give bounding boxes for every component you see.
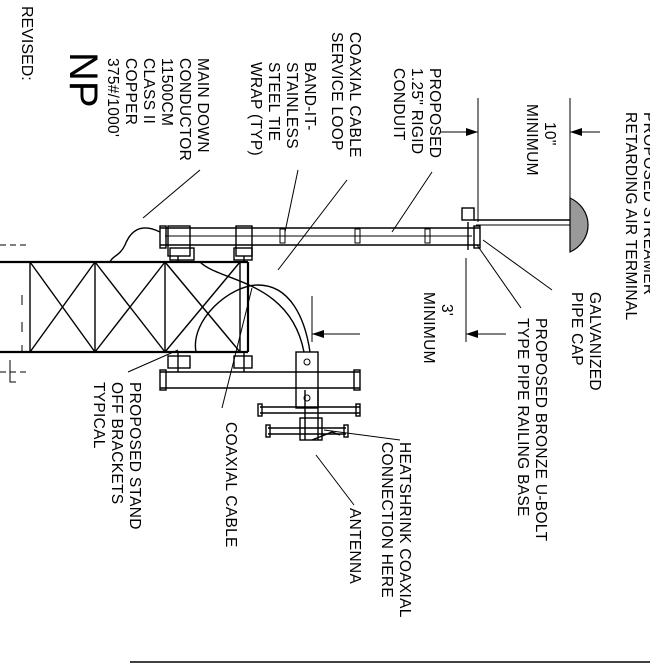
lower-pipe xyxy=(159,351,361,409)
svg-text:GALVANIZED: GALVANIZED xyxy=(586,292,603,391)
tower-lattice xyxy=(0,244,250,383)
coaxial-cable xyxy=(194,261,311,353)
svg-text:REVISED:: REVISED: xyxy=(18,6,35,81)
revision-initials: NP xyxy=(61,52,105,108)
dim-10-minimum xyxy=(440,98,600,222)
label-bronze-ubolt: PROPOSED BRONZE U-BOLT TYPE PIPE RAILING… xyxy=(514,318,549,542)
svg-text:COAXIAL CABLE: COAXIAL CABLE xyxy=(222,422,239,548)
main-down-conductor xyxy=(109,227,161,263)
label-pipe-cap: GALVANIZED PIPE CAP xyxy=(568,292,603,391)
svg-text:11500CM: 11500CM xyxy=(158,58,175,126)
svg-text:SERVICE LOOP: SERVICE LOOP xyxy=(328,32,345,151)
svg-text:RETARDING AIR TERMINAL: RETARDING AIR TERMINAL xyxy=(622,112,639,320)
svg-text:ANTENNA: ANTENNA xyxy=(346,508,363,585)
svg-text:MINIMUM: MINIMUM xyxy=(523,104,540,176)
svg-text:MAIN DOWN: MAIN DOWN xyxy=(194,58,211,153)
svg-text:CONNECTION HERE: CONNECTION HERE xyxy=(378,442,395,598)
label-coaxial-service-loop: COAXIAL CABLE SERVICE LOOP xyxy=(328,32,363,158)
svg-text:COPPER: COPPER xyxy=(122,58,139,125)
label-rigid-conduit: PROPOSED 1.25" RIGID CONDUIT xyxy=(390,68,443,158)
svg-text:CONDUIT: CONDUIT xyxy=(390,68,407,141)
svg-text:NP: NP xyxy=(61,52,105,108)
svg-text:TYPE PIPE RAILING BASE: TYPE PIPE RAILING BASE xyxy=(514,318,531,517)
label-dim-3: 3' MINIMUM xyxy=(420,292,455,364)
antenna-elements xyxy=(257,390,361,441)
svg-text:STAINLESS: STAINLESS xyxy=(283,62,300,149)
svg-text:HEATSHRINK COAXIAL: HEATSHRINK COAXIAL xyxy=(396,442,413,618)
svg-text:PROPOSED BRONZE U-BOLT: PROPOSED BRONZE U-BOLT xyxy=(532,318,549,542)
svg-text:BAND-IT-: BAND-IT- xyxy=(301,62,318,131)
label-dim-10: 10" MINIMUM xyxy=(523,104,558,176)
svg-text:1.25" RIGID: 1.25" RIGID xyxy=(408,68,425,154)
svg-text:CONDUCTOR: CONDUCTOR xyxy=(176,58,193,161)
leader-lines xyxy=(127,169,553,506)
label-band-it-tie-wrap: BAND-IT- STAINLESS STEEL TIE WRAP (TYP) xyxy=(247,62,318,156)
air-terminal xyxy=(461,197,589,253)
upper-pipe xyxy=(159,225,481,262)
svg-text:STEEL TIE: STEEL TIE xyxy=(265,62,282,141)
label-air-terminal: PROPOSED STREAMER RETARDING AIR TERMINAL xyxy=(622,112,650,320)
dim-3-minimum xyxy=(311,258,506,342)
label-heatshrink: HEATSHRINK COAXIAL CONNECTION HERE xyxy=(378,442,413,618)
drawing-geometry xyxy=(0,98,650,663)
svg-text:PROPOSED: PROPOSED xyxy=(426,68,443,158)
label-antenna: ANTENNA xyxy=(346,508,363,585)
svg-text:MINIMUM: MINIMUM xyxy=(420,292,437,364)
svg-text:PROPOSED STREAMER: PROPOSED STREAMER xyxy=(640,112,650,295)
svg-text:WRAP (TYP): WRAP (TYP) xyxy=(247,62,264,156)
svg-text:375#/1000': 375#/1000' xyxy=(104,58,121,137)
svg-text:PROPOSED STAND: PROPOSED STAND xyxy=(126,382,143,530)
svg-text:PIPE CAP: PIPE CAP xyxy=(568,292,585,366)
label-main-down-conductor: MAIN DOWN CONDUCTOR 11500CM CLASS II COP… xyxy=(104,58,211,161)
label-stand-off-brackets: PROPOSED STAND OFF BRACKETS TYPICAL xyxy=(90,382,143,530)
svg-text:OFF BRACKETS: OFF BRACKETS xyxy=(108,382,125,504)
svg-text:10": 10" xyxy=(541,122,558,146)
svg-text:TYPICAL: TYPICAL xyxy=(90,382,107,449)
svg-text:3': 3' xyxy=(438,304,455,316)
svg-text:CLASS II: CLASS II xyxy=(140,58,157,124)
label-coaxial-cable: COAXIAL CABLE xyxy=(222,422,239,548)
svg-text:COAXIAL CABLE: COAXIAL CABLE xyxy=(346,32,363,158)
revised-label: REVISED: xyxy=(18,6,35,81)
